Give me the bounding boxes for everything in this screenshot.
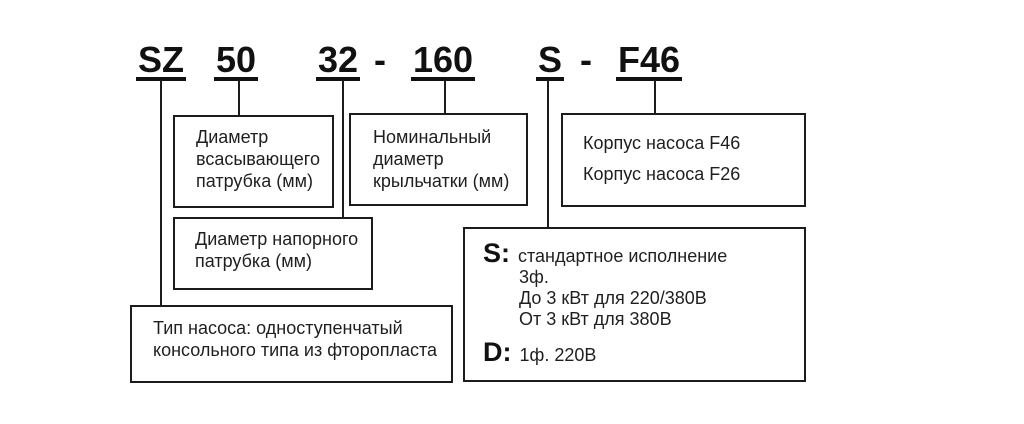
callout-text-line: консольного типа из фторопласта — [153, 340, 438, 360]
code-segment-execution: S — [536, 39, 565, 81]
callout-text-line: крыльчатки (мм) — [373, 171, 510, 191]
connector-impeller-diameter — [444, 80, 446, 113]
execution-s-text: стандартное исполнение — [518, 246, 728, 266]
callout-text-line: Корпус насоса F26 — [583, 164, 741, 184]
callout-impeller-diameter: Номинальный диаметр крыльчатки (мм) — [349, 113, 528, 206]
callout-text-line: патрубка (мм) — [196, 171, 313, 191]
code-segment-casing: F46 — [616, 39, 683, 81]
code-segment-impeller-diameter: 160 — [411, 39, 476, 81]
execution-d-text: 1ф. 220В — [519, 345, 597, 365]
execution-single-phase-row: D: 1ф. 220В — [483, 337, 802, 367]
callout-text-line: патрубка (мм) — [195, 251, 312, 271]
execution-standard-row: S: стандартное исполнение — [483, 238, 802, 268]
connector-discharge-diameter — [342, 80, 344, 217]
code-segment-suction-diameter: 50 — [214, 39, 259, 81]
execution-s-key: S: — [483, 238, 510, 268]
execution-s-detail: От 3 кВт для 380В — [519, 309, 672, 329]
callout-text-line: Корпус насоса F46 — [583, 133, 741, 153]
callout-suction-diameter: Диаметр всасывающего патрубка (мм) — [173, 115, 334, 208]
callout-text-line: Диаметр — [196, 127, 269, 147]
callout-text-line: Диаметр напорного — [195, 229, 359, 249]
code-segment-pump-type: SZ — [136, 39, 187, 81]
execution-s-detail: До 3 кВт для 220/380В — [519, 288, 707, 308]
callout-text-line: всасывающего — [196, 149, 320, 169]
connector-execution — [547, 80, 549, 227]
code-segment-discharge-diameter: 32 — [316, 39, 361, 81]
execution-s-detail: 3ф. — [519, 267, 549, 287]
callout-pump-type: Тип насоса: одноступенчатый консольного … — [130, 305, 453, 383]
connector-pump-type — [160, 80, 162, 305]
callout-text-line: Номинальный — [373, 127, 492, 147]
connector-casing — [654, 80, 656, 113]
callout-pump-casing: Корпус насоса F46 Корпус насоса F26 — [561, 113, 806, 207]
execution-d-key: D: — [483, 337, 512, 367]
code-separator-1: - — [374, 39, 386, 80]
callout-text-line: диаметр — [373, 149, 444, 169]
callout-execution-options: S: стандартное исполнение 3ф. До 3 кВт д… — [463, 227, 806, 382]
callout-text-line: Тип насоса: одноступенчатый — [153, 318, 403, 338]
code-separator-2: - — [580, 39, 592, 80]
callout-discharge-diameter: Диаметр напорного патрубка (мм) — [173, 217, 373, 290]
connector-suction-diameter — [238, 80, 240, 115]
